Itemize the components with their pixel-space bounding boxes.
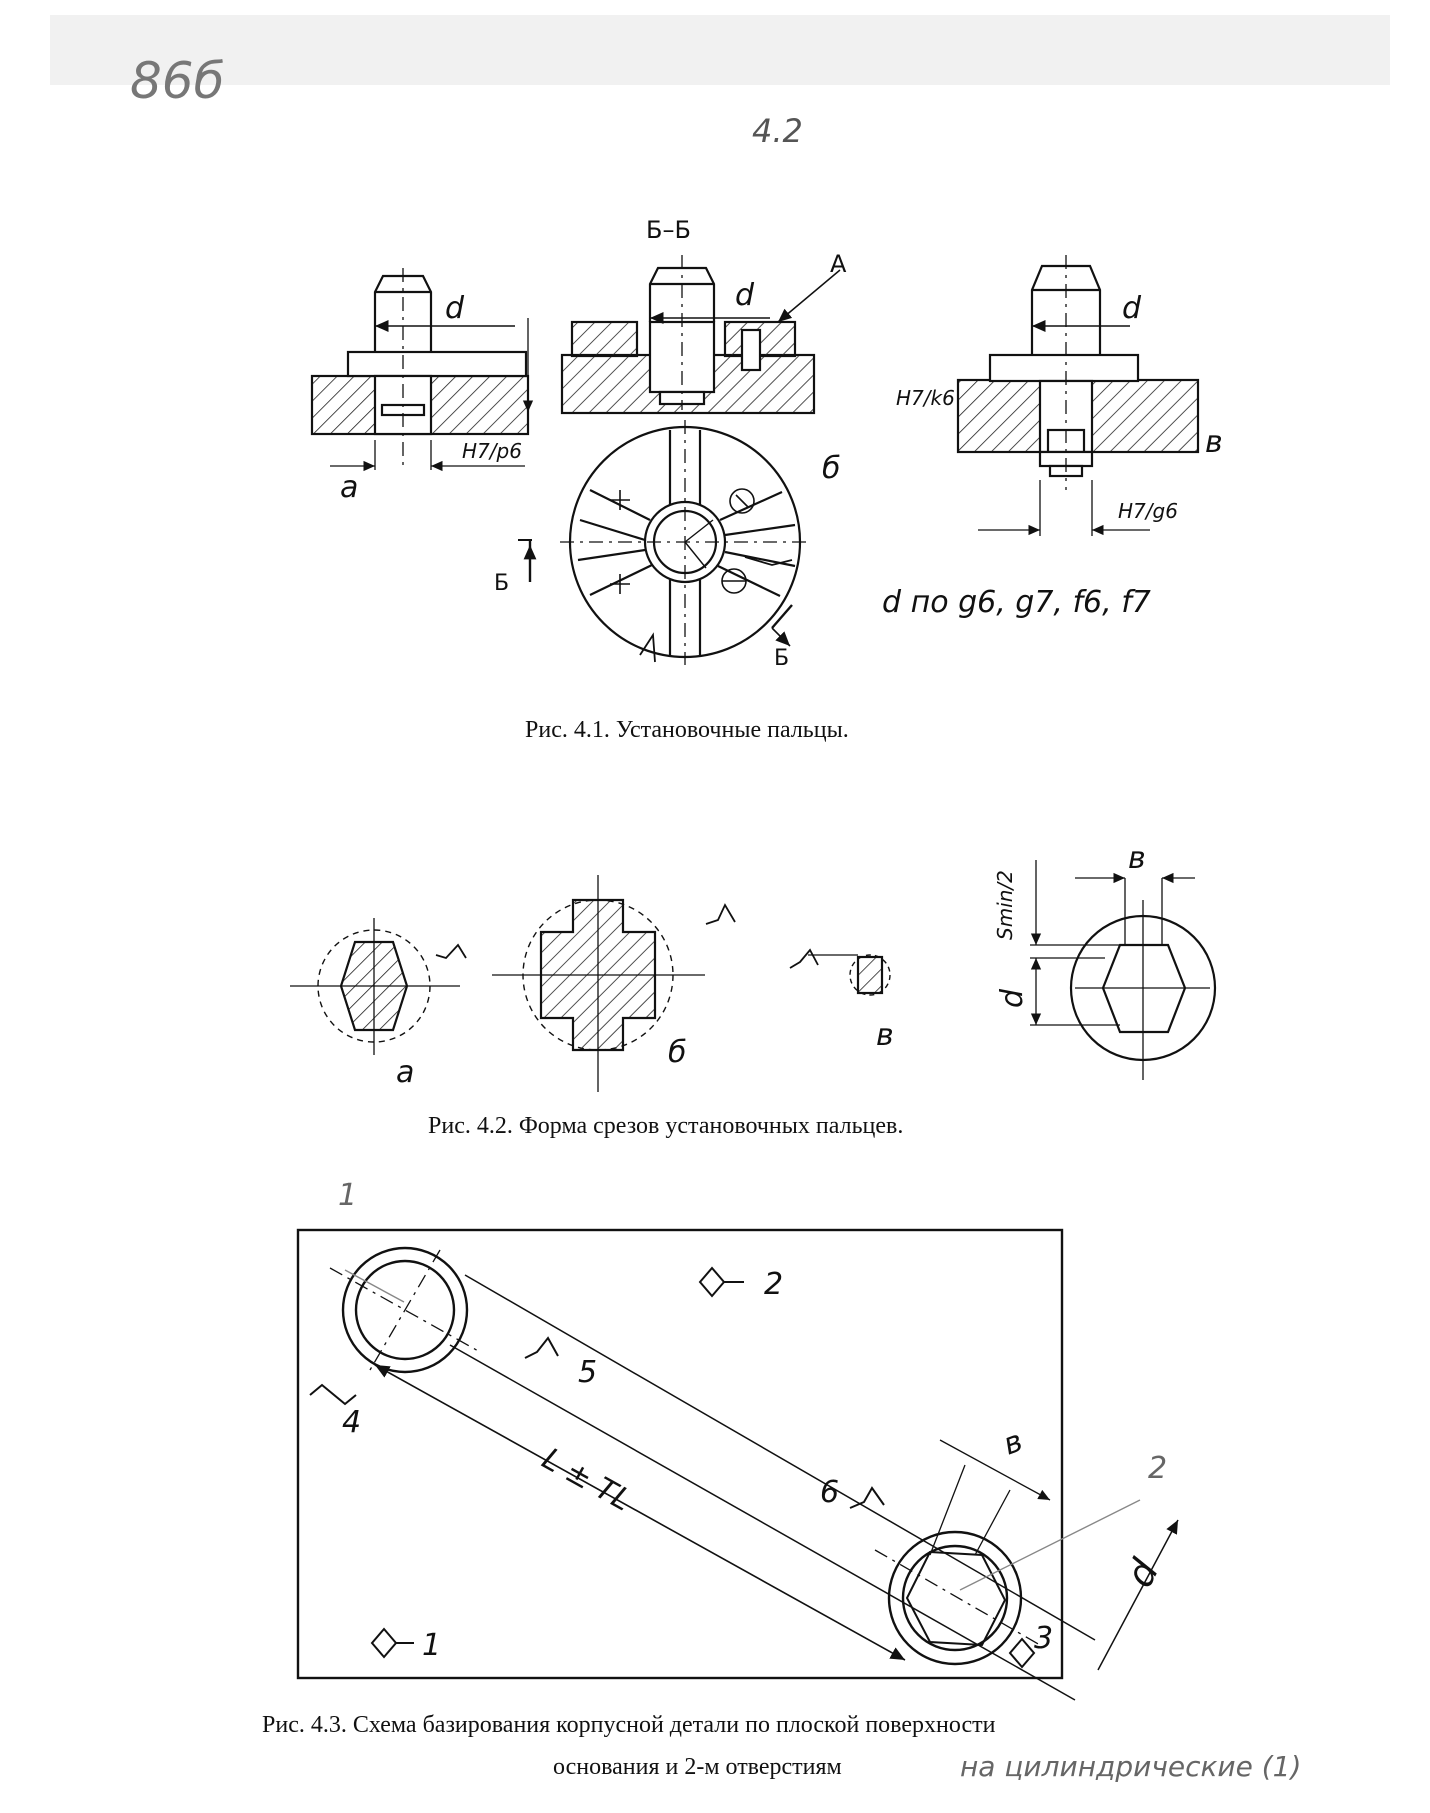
fig1-fit-p6: H7/p6	[462, 439, 522, 463]
section-number: 4.2	[752, 112, 803, 150]
fig1-label-v: в	[1205, 425, 1223, 460]
fig3-dim-b: в	[999, 1424, 1028, 1463]
fig3-caption-line1: Рис. 4.3. Схема базирования корпусной де…	[262, 1712, 996, 1738]
fig1-pin-v	[956, 255, 1200, 536]
fig3-dim-L: L ± TL	[536, 1441, 637, 1518]
fig3-hole-1	[329, 1246, 481, 1374]
fig3-mark-1: 1	[422, 1628, 441, 1663]
fig3-drawing	[296, 1228, 1179, 1701]
fig2-dim-d: d	[995, 988, 1030, 1008]
fig2-label-b: б	[668, 1035, 687, 1070]
fig1-cut-mark-right: Б	[774, 646, 789, 671]
fig1-dim-d-a: d	[445, 291, 465, 326]
handwritten-page-number: 86б	[130, 52, 225, 110]
fig1-plan-view	[518, 420, 810, 665]
fig1-dim-d-v: d	[1122, 291, 1142, 326]
fig2-dim-b: в	[1128, 841, 1146, 876]
fig1-section-bb	[560, 255, 841, 415]
fig2-cut-b	[492, 875, 736, 1092]
fig1-pin-a	[310, 268, 534, 472]
fig3-mark-3: 3	[1034, 1621, 1053, 1656]
fig3-dim-d: d	[1117, 1551, 1168, 1594]
fig1-cut-mark-left: Б	[494, 571, 509, 596]
fig1-label-b: б	[822, 451, 841, 486]
fig1-drawing	[310, 255, 1200, 665]
fig3-part-outline	[296, 1228, 1064, 1680]
fig3-hole-2	[874, 1530, 1041, 1666]
fig3-callout-2: 2	[1148, 1451, 1167, 1486]
fig2-drawing	[290, 860, 1217, 1092]
fig1-section-label: Б–Б	[646, 216, 691, 244]
fig3-mark-5: 5	[578, 1355, 597, 1390]
fig1-fit-k6: H7/k6	[896, 386, 955, 410]
fig3-callout-1: 1	[338, 1178, 357, 1213]
fig2-cut-detail	[1030, 860, 1217, 1080]
fig2-caption: Рис. 4.2. Форма срезов установочных паль…	[428, 1113, 904, 1139]
fig2-cut-a	[290, 918, 467, 1055]
fig3-mark-4: 4	[342, 1405, 361, 1440]
fig1-label-a: а	[340, 470, 358, 505]
fig1-caption: Рис. 4.1. Установочные пальцы.	[525, 717, 849, 743]
fig1-labels: Б–Б d d d А а б в H7/p6 H7/k6 H7/g6 Б Б …	[340, 216, 1223, 671]
fig3-handwritten-note: на цилиндрические (1)	[960, 1750, 1302, 1783]
fig2-label-a: а	[396, 1055, 414, 1090]
fig3-mark-2: 2	[764, 1267, 783, 1302]
fig3-mark-6: 6	[820, 1475, 839, 1510]
fig3-labels: 1 2 2 1 3 4 5 6 L ± TL в d	[338, 1178, 1168, 1663]
fig1-tolerance-note: d по g6, g7, f6, f7	[882, 585, 1151, 620]
fig1-dim-d-b: d	[735, 278, 755, 313]
fig1-label-A: А	[830, 250, 847, 278]
fig2-cut-v	[789, 948, 891, 996]
fig3-caption-line2: основания и 2-м отверстиям	[553, 1754, 842, 1780]
fig2-label-v: в	[876, 1018, 894, 1053]
scan-shadow-band	[50, 15, 1390, 85]
fig1-fit-g6: H7/g6	[1118, 499, 1178, 523]
fig2-dim-smin: Smin/2	[993, 870, 1017, 940]
fig2-labels: а б в в Smin/2 d	[396, 841, 1146, 1090]
